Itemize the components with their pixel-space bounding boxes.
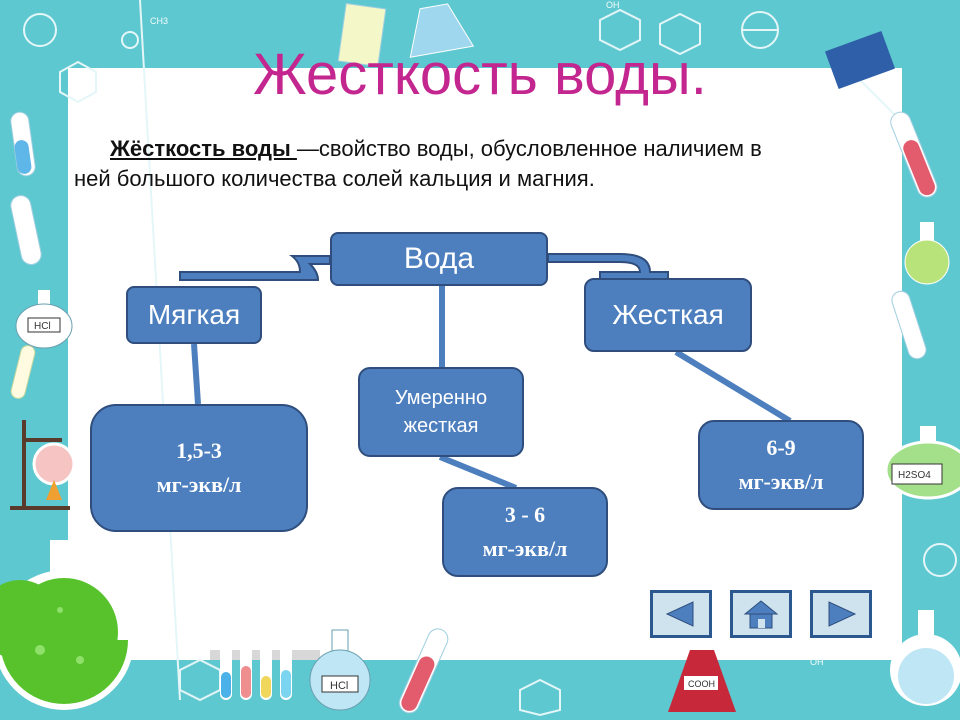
decor-label-oh: OH — [606, 0, 620, 10]
connector-water-hard — [547, 253, 669, 281]
triangle-right-icon — [828, 601, 857, 627]
node-soft: Мягкая — [126, 286, 262, 344]
value-soft: 1,5-3 мг-экв/л — [90, 404, 308, 532]
decor-label-oh-2: OH — [810, 657, 824, 667]
value-hard-unit: мг-экв/л — [738, 469, 824, 494]
home-button[interactable] — [730, 590, 792, 638]
value-soft-unit: мг-экв/л — [156, 472, 242, 497]
connector-soft-value — [191, 343, 201, 405]
value-moderate-range: 3 - 6 — [504, 502, 546, 527]
value-moderate: 3 - 6 мг-экв/л — [442, 487, 608, 577]
home-icon — [743, 600, 779, 629]
node-water-label: Вода — [403, 242, 475, 275]
value-hard-range: 6-9 — [766, 435, 796, 460]
value-hard: 6-9 мг-экв/л — [698, 420, 864, 510]
slide-title: Жесткость воды. — [253, 42, 707, 107]
connector-water-soft — [179, 255, 331, 281]
node-moderate: Умеренно жесткая — [358, 367, 524, 457]
definition-paragraph: Жёсткость воды —свойство воды, обусловле… — [74, 134, 774, 194]
decor-label-hcl-1: HCl — [34, 321, 51, 332]
node-hard: Жесткая — [584, 278, 752, 352]
node-moderate-label-1: Умеренно — [394, 387, 488, 409]
connector-hard-value — [674, 349, 792, 424]
value-moderate-unit: мг-экв/л — [482, 536, 568, 561]
next-slide-button[interactable] — [810, 590, 872, 638]
connector-moderate-value — [438, 454, 518, 491]
decor-label-h2so4: H2SO4 — [898, 470, 931, 481]
prev-slide-button[interactable] — [650, 590, 712, 638]
node-moderate-label-2: жесткая — [403, 415, 479, 437]
node-hard-label: Жесткая — [612, 299, 724, 330]
decor-label-hcl-2: HCl — [330, 680, 348, 692]
value-soft-range: 1,5-3 — [176, 438, 222, 463]
decor-label-ch3: CH3 — [150, 16, 168, 26]
node-soft-label: Мягкая — [147, 299, 241, 330]
node-water: Вода — [330, 232, 548, 286]
definition-term: Жёсткость воды — [110, 136, 297, 161]
decor-label-cooh: COOH — [688, 679, 715, 689]
definition-text: —свойство воды, обусловленное наличием в… — [74, 136, 762, 191]
triangle-left-icon — [665, 601, 694, 627]
